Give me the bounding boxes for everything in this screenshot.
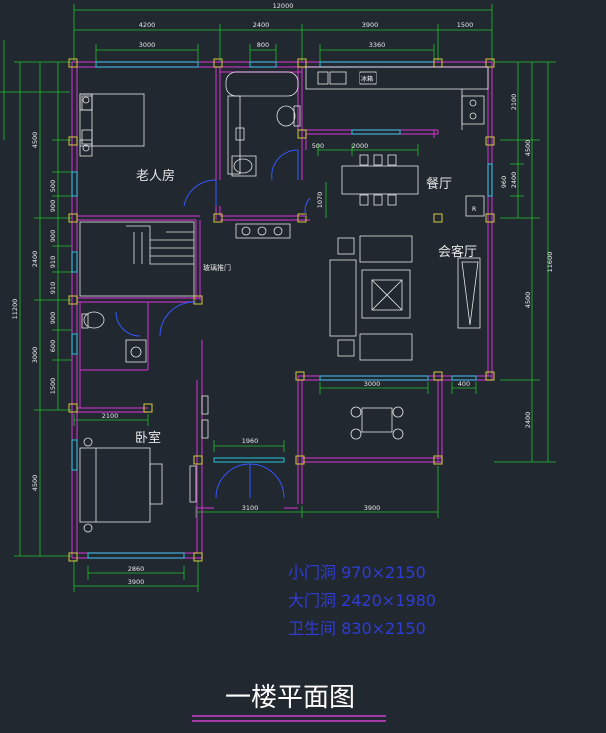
dimension-lines [0, 4, 556, 592]
dim-interior-8: 3100 [242, 504, 259, 512]
sofa-top [359, 235, 413, 263]
dim-left-outer-4: 4500 [31, 475, 39, 492]
dim-right-outer-3: 2400 [524, 412, 532, 429]
sofa-bottom [359, 333, 413, 361]
dim-right-total: 11600 [546, 252, 554, 273]
toilet-upper [276, 105, 296, 127]
dim-opening-2: 800 [257, 41, 269, 49]
dim-top-1: 4200 [139, 21, 156, 29]
room-label-bedroom: 卧室 [135, 430, 161, 446]
dim-interior-9: 3900 [364, 504, 381, 512]
corner-tag: R [472, 206, 476, 213]
dim-interior-4: 3000 [364, 380, 381, 388]
fridge-tag: 冰箱 [361, 75, 373, 83]
dim-right-inner-2: 2400 [510, 172, 518, 189]
title-underline [192, 715, 386, 722]
dim-left-inner-4: 910 [49, 256, 57, 268]
room-label-elder: 老人房 [136, 168, 175, 184]
sink-upper [233, 158, 253, 174]
dim-interior-6: 2100 [102, 412, 119, 420]
dim-left-inner-7: 600 [49, 340, 57, 352]
dim-right-inner-3: 960 [500, 176, 508, 188]
tv-cabinet [457, 257, 481, 329]
furniture [79, 66, 489, 533]
elder-room-bed [79, 93, 145, 147]
dim-right-inner-1: 2100 [510, 94, 518, 111]
dim-top-4: 1500 [457, 21, 474, 29]
stair-door-label: 玻璃推门 [203, 263, 231, 272]
dim-left-inner-2: 900 [49, 200, 57, 212]
dim-bottom-2: 3900 [128, 578, 145, 586]
kitchen-counter [305, 66, 489, 90]
dim-interior-2: 2000 [352, 142, 369, 150]
dim-interior-3: 1070 [316, 192, 324, 209]
dim-left-outer-3: 3000 [31, 347, 39, 364]
dim-left-inner-6: 900 [49, 312, 57, 324]
dim-top-2: 2400 [253, 21, 270, 29]
dim-interior-5: 400 [458, 380, 470, 388]
windows [71, 61, 493, 559]
dimension-texts: 12000 4200 2400 3900 1500 3000 800 3360 … [11, 2, 554, 586]
dim-left-inner-8: 1500 [49, 378, 57, 395]
dim-top-3: 3900 [362, 21, 379, 29]
dim-right-outer-2: 4500 [524, 292, 532, 309]
dim-opening-3: 3360 [369, 41, 386, 49]
dim-opening-1: 3000 [139, 41, 156, 49]
room-label-living: 会客厅 [438, 244, 477, 260]
dining-table [341, 165, 419, 195]
room-labels: 老人房 餐厅 会客厅 卧室 玻璃推门 冰箱 R [135, 73, 477, 446]
dim-left-outer-2: 2400 [31, 251, 39, 268]
dim-left-inner-5: 910 [49, 282, 57, 294]
dim-left-inner-1: 500 [49, 180, 57, 192]
dim-bottom-1: 2860 [128, 565, 145, 573]
bathtub [225, 71, 299, 97]
dim-interior-1: 500 [312, 142, 324, 150]
dim-interior-7: 1960 [242, 437, 259, 445]
dim-overall-width: 12000 [273, 2, 294, 10]
dim-right-outer-1: 4500 [524, 140, 532, 157]
doors [115, 149, 311, 499]
dim-left-outer-1: 4500 [31, 132, 39, 149]
columns [68, 58, 495, 562]
note-bathroom-door: 卫生间 830×2150 [288, 619, 426, 638]
staircase [79, 221, 195, 297]
sofa-left [329, 259, 357, 337]
coffee-table [361, 269, 411, 319]
note-small-door: 小门洞 970×2150 [288, 563, 426, 582]
dim-left-inner-3: 900 [49, 230, 57, 242]
notes: 小门洞 970×2150 大门洞 2420×1980 卫生间 830×2150 [288, 563, 436, 638]
drawing-title: 一楼平面图 [225, 683, 355, 713]
walls [71, 61, 493, 559]
toilet-lower [83, 311, 105, 329]
room-label-dining: 餐厅 [426, 176, 452, 192]
terrace-table [361, 407, 393, 433]
note-big-door: 大门洞 2420×1980 [288, 591, 436, 610]
dim-left-total: 11200 [11, 299, 19, 320]
bedroom-bed [79, 447, 151, 523]
